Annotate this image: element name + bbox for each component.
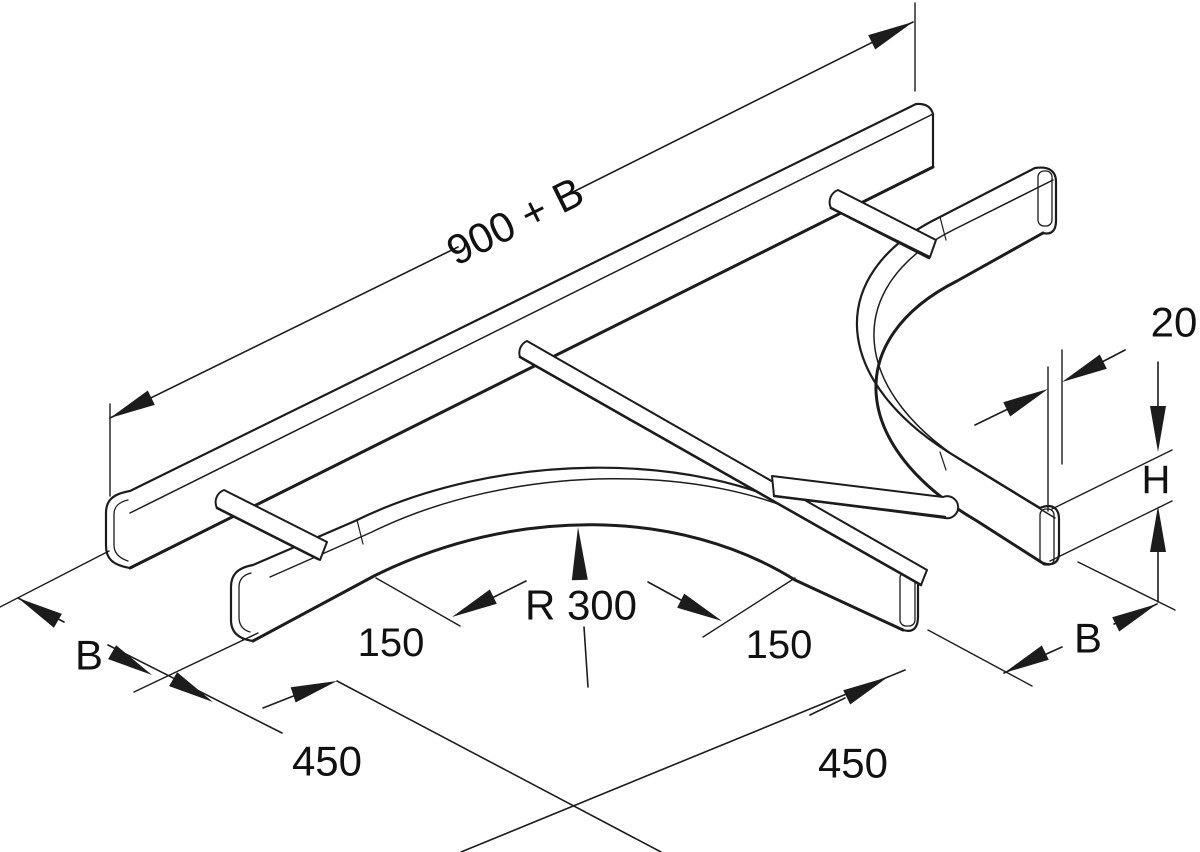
- dim-label-flange-width: 20: [1151, 299, 1198, 346]
- dimension-line: [460, 669, 906, 852]
- dim-tangent-right: 150: [647, 577, 813, 667]
- arrowhead-icon: [1003, 389, 1048, 417]
- dim-label-width-left: B: [75, 632, 103, 679]
- dim-flange-width: 20: [974, 299, 1198, 512]
- arrowhead-icon: [677, 593, 722, 621]
- rail-end-profile-icon: [1037, 170, 1053, 227]
- dim-half-right: 450: [460, 669, 906, 852]
- extension-line: [1049, 449, 1173, 562]
- dim-label-tangent-left: 150: [358, 621, 425, 665]
- rail-shadow-edge: [128, 165, 935, 570]
- rail-end-profile-icon: [113, 499, 129, 562]
- arrowhead-icon: [571, 527, 588, 581]
- bend-shadow-edge: [251, 523, 905, 643]
- dimension-line: [109, 21, 914, 419]
- dim-width-left: B: [0, 550, 283, 734]
- dim-label-overall-length: 900 + B: [439, 168, 591, 275]
- rung-right: [828, 189, 937, 258]
- dim-bend-radius: R 300: [525, 527, 637, 688]
- extension-line: [375, 577, 461, 627]
- dim-label-half-right: 450: [818, 740, 888, 787]
- dim-label-rail-height: H: [1142, 458, 1171, 502]
- extension-line: [0, 550, 259, 693]
- arrowhead-icon: [452, 589, 497, 617]
- dim-label-tangent-right: 150: [746, 623, 813, 667]
- dim-width-branch: B: [927, 561, 1176, 687]
- dim-rail-height: H: [1049, 361, 1173, 603]
- rung-branch-diagonal: [771, 475, 960, 520]
- dim-half-left: 450: [262, 680, 662, 852]
- arrowhead-icon: [1004, 645, 1049, 673]
- extension-line: [927, 561, 1176, 687]
- arrowhead-icon: [1062, 354, 1107, 382]
- dim-label-bend-radius: R 300: [525, 582, 637, 629]
- dim-label-width-branch: B: [1074, 615, 1102, 662]
- dimension-line: [974, 349, 1126, 426]
- arrowhead-icon: [169, 672, 213, 702]
- rungs: [214, 189, 960, 587]
- arrowhead-icon: [868, 22, 913, 50]
- dimension-line: [647, 581, 682, 601]
- dim-label-half-left: 450: [292, 738, 362, 785]
- extension-line: [702, 577, 796, 638]
- arrowhead-icon: [843, 677, 888, 705]
- radius-leader-line: [583, 626, 589, 688]
- dim-overall-length: 900 + B: [109, 2, 916, 497]
- dim-tangent-left: 150: [358, 577, 527, 665]
- main-rail-back: [104, 102, 935, 570]
- dimension-line: [262, 680, 662, 852]
- branch-end-profile-icon: [1039, 508, 1055, 566]
- extension-line: [1047, 349, 1063, 512]
- arrowhead-icon: [290, 681, 337, 703]
- arrowhead-icon: [18, 598, 62, 628]
- arrowhead-icon: [108, 645, 152, 675]
- dimension-line: [493, 580, 527, 598]
- tangent-tick: [939, 216, 947, 471]
- arrowhead-icon: [1112, 604, 1157, 632]
- rail-top-front-edge: [129, 113, 934, 514]
- arrowhead-icon: [1150, 506, 1166, 552]
- extension-line: [109, 2, 916, 497]
- arrowhead-icon: [110, 390, 155, 418]
- rung-left: [214, 489, 328, 561]
- rail-end-profile-icon: [238, 572, 252, 633]
- arrowhead-icon: [1150, 406, 1166, 452]
